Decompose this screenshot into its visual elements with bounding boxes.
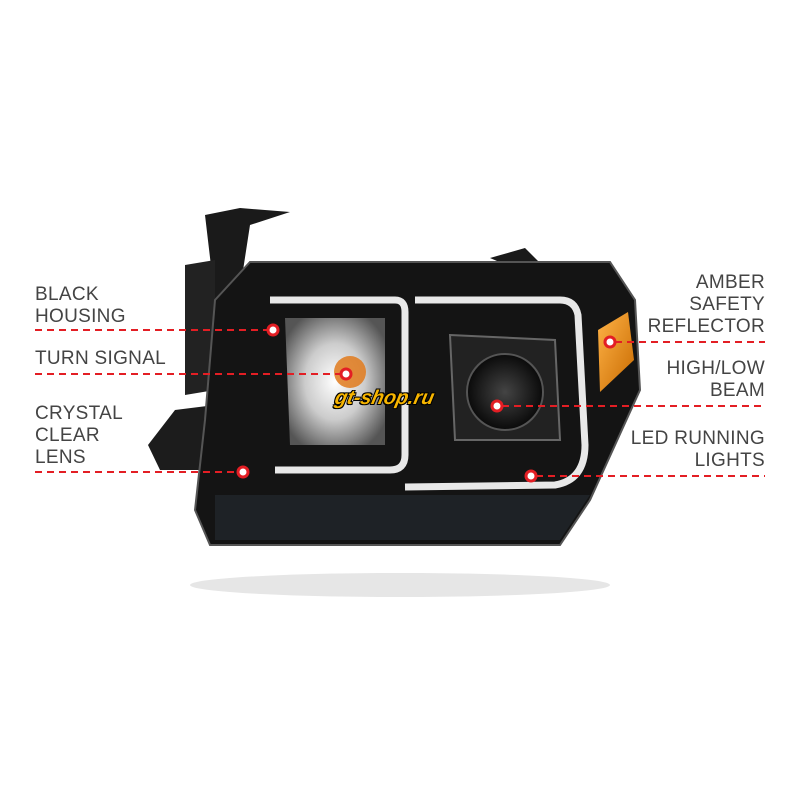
- label-line: AMBER: [695, 272, 765, 293]
- callout-lines: [35, 329, 765, 477]
- label-crystal-clear-lens: CRYSTAL CLEAR LENS: [35, 403, 123, 469]
- label-line: REFLECTOR: [647, 316, 765, 337]
- label-amber-safety-reflector: AMBER SAFETY REFLECTOR: [648, 272, 765, 338]
- callout-dot: [524, 469, 538, 483]
- label-line: SAFETY: [689, 294, 765, 315]
- label-black-housing: BLACK HOUSING: [35, 284, 126, 328]
- led-bar-right: [404, 296, 589, 491]
- led-bar-left: [270, 296, 409, 474]
- amber-reflector: [598, 312, 634, 392]
- top-bracket: [205, 208, 290, 300]
- label-turn-signal: TURN SIGNAL: [35, 348, 166, 370]
- lower-bracket: [148, 405, 215, 470]
- label-line: BEAM: [709, 380, 765, 401]
- projector-lens: [466, 353, 544, 431]
- label-line: HOUSING: [35, 306, 126, 327]
- side-bracket: [185, 260, 215, 395]
- callout-dot: [266, 323, 280, 337]
- label-high-low-beam: HIGH/LOW BEAM: [667, 358, 765, 402]
- label-line: CLEAR: [35, 425, 100, 446]
- label-led-running-lights: LED RUNNING LIGHTS: [631, 428, 765, 472]
- label-line: BLACK: [35, 284, 99, 305]
- label-line: TURN SIGNAL: [35, 348, 167, 369]
- callout-dot: [490, 399, 504, 413]
- label-line: LED RUNNING: [630, 428, 765, 449]
- watermark: gt-shop.ru: [332, 387, 437, 409]
- shadow: [190, 573, 610, 597]
- callout-dot: [339, 367, 353, 381]
- callout-dot: [236, 465, 250, 479]
- label-line: LENS: [35, 447, 86, 468]
- lens-bottom: [215, 495, 590, 540]
- callout-dot: [603, 335, 617, 349]
- label-line: HIGH/LOW: [666, 358, 765, 379]
- label-line: LIGHTS: [694, 450, 765, 471]
- turn-signal-reflector: [285, 318, 385, 445]
- label-line: CRYSTAL: [35, 403, 123, 424]
